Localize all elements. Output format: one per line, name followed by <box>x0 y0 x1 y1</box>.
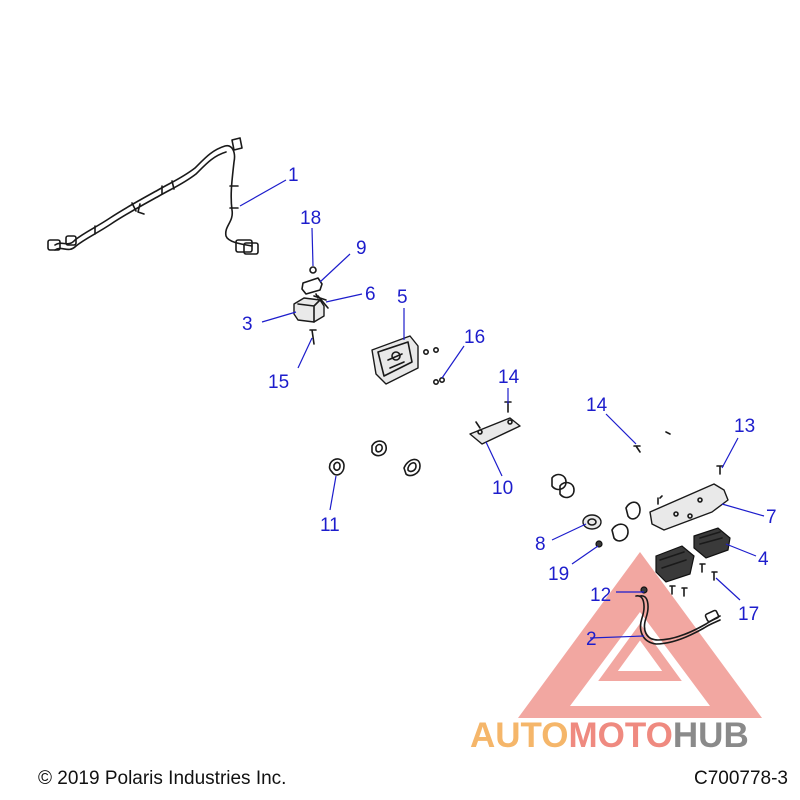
leader-17 <box>715 577 741 601</box>
part-6-screw <box>313 293 329 309</box>
callout-18: 18 <box>300 208 321 229</box>
part-module-lower <box>655 545 695 583</box>
copyright-text: © 2019 Polaris Industries Inc. <box>38 768 287 789</box>
part-19-fastener <box>595 540 603 548</box>
watermark-auto: AUTO <box>470 716 569 755</box>
callout-13: 13 <box>734 416 755 437</box>
watermark-outer-triangle <box>518 552 762 718</box>
leader-18 <box>311 227 314 267</box>
leader-6 <box>325 293 363 303</box>
leader-7 <box>721 503 765 517</box>
part-16-fasteners <box>422 346 445 385</box>
leader-16 <box>441 345 465 379</box>
part-8-grommet <box>582 514 602 530</box>
part-9-bracket <box>301 277 323 295</box>
leader-1 <box>239 179 287 207</box>
part-18-nut <box>309 266 317 274</box>
callout-2: 2 <box>586 629 597 650</box>
part-1-wiring-harness <box>47 137 259 255</box>
leader-13 <box>721 437 739 469</box>
callout-3: 3 <box>242 314 253 335</box>
leader-15 <box>297 337 313 369</box>
leader-11 <box>329 475 337 511</box>
callout-11: 11 <box>320 515 340 536</box>
callout-4: 4 <box>758 549 769 570</box>
callout-14b: 14 <box>586 395 608 416</box>
watermark-logo <box>518 552 762 718</box>
callout-17: 17 <box>738 604 759 625</box>
grommets-mid <box>551 473 641 542</box>
callout-6: 6 <box>365 284 376 305</box>
callout-12: 12 <box>590 585 611 606</box>
leader-3 <box>261 311 297 323</box>
callout-15: 15 <box>268 372 289 393</box>
part-17-bolts <box>669 563 718 597</box>
part-7-bracket <box>649 483 729 531</box>
watermark-text: AUTOMOTOHUB <box>470 716 749 756</box>
watermark-moto: MOTO <box>568 716 673 755</box>
leader-2 <box>589 635 645 639</box>
leader-8 <box>551 523 587 541</box>
part-10-plate <box>469 417 521 445</box>
leader-10 <box>485 441 503 477</box>
leader-lines <box>239 179 765 639</box>
part-5-module <box>371 335 419 385</box>
part-15-bolt <box>309 329 317 345</box>
part-4-connector-module <box>693 527 731 559</box>
part-2-cable <box>635 595 721 645</box>
callout-10: 10 <box>492 478 513 499</box>
callout-5: 5 <box>397 287 408 308</box>
leader-14b <box>605 413 637 445</box>
callout-1: 1 <box>288 165 299 186</box>
part-3-sensor <box>293 297 325 323</box>
part-13-bolt <box>716 465 724 475</box>
callout-8: 8 <box>535 534 546 555</box>
callout-14a: 14 <box>498 367 520 388</box>
callout-16: 16 <box>464 327 485 348</box>
part-11-grommets <box>328 440 421 477</box>
callout-9: 9 <box>356 238 367 259</box>
callout-7: 7 <box>766 507 777 528</box>
leader-9 <box>319 253 351 283</box>
drawing-id: C700778-3 <box>693 768 788 789</box>
callout-19: 19 <box>548 564 569 585</box>
leader-19 <box>571 545 599 565</box>
watermark-hub: HUB <box>672 716 749 755</box>
callout-labels: 1 2 3 4 5 6 7 8 9 10 11 12 13 14 14 15 1… <box>242 165 777 650</box>
leader-4 <box>725 543 757 557</box>
watermark-inner-triangle <box>598 623 682 681</box>
